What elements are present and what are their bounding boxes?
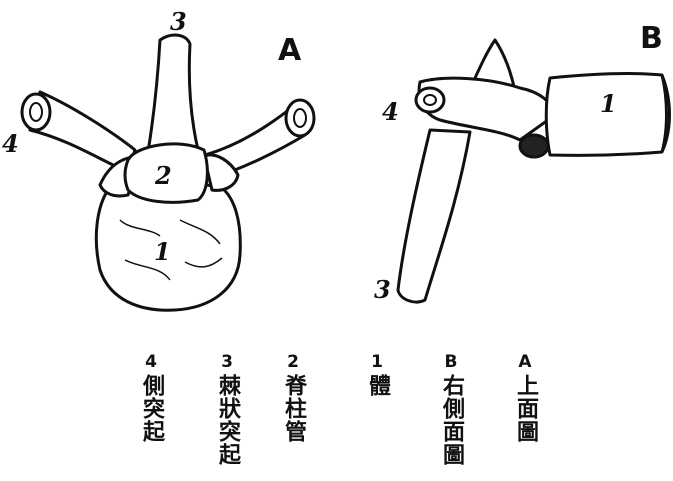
legend-number: A bbox=[518, 352, 531, 372]
legend-number: 2 bbox=[287, 352, 299, 372]
side-transverse-tip bbox=[416, 88, 444, 112]
legend-number: 3 bbox=[221, 352, 233, 372]
legend-text: 右側面圖 bbox=[438, 374, 464, 466]
label-b-spinous: 3 bbox=[374, 275, 391, 304]
legend-text: 上面圖 bbox=[512, 374, 538, 443]
legend-item-a: A 上面圖 bbox=[510, 352, 540, 443]
legend-number: B bbox=[445, 352, 458, 372]
legend-item-4: 4 側突起 bbox=[136, 352, 166, 443]
side-spinous-process bbox=[398, 130, 470, 302]
legend-item-1: 1 體 bbox=[362, 352, 392, 397]
label-a-canal: 2 bbox=[154, 161, 172, 190]
pedicle-knob bbox=[520, 135, 548, 157]
left-transverse-tip bbox=[22, 94, 50, 130]
legend-item-b: B 右側面圖 bbox=[436, 352, 466, 466]
spinous-process bbox=[148, 35, 198, 152]
legend-text: 體 bbox=[364, 374, 390, 397]
panel-label-a: A bbox=[278, 33, 302, 68]
legend-item-2: 2 脊柱管 bbox=[278, 352, 308, 443]
legend-number: 4 bbox=[145, 352, 157, 372]
label-b-transverse: 4 bbox=[382, 97, 399, 126]
label-a-spinous: 3 bbox=[170, 7, 187, 36]
vertebra-side-view bbox=[398, 40, 670, 302]
legend-text: 脊柱管 bbox=[280, 374, 306, 443]
panel-label-b: B bbox=[640, 21, 663, 56]
legend-item-3: 3 棘狀突起 bbox=[212, 352, 242, 466]
legend-text: 棘狀突起 bbox=[214, 374, 240, 466]
label-a-body: 1 bbox=[154, 237, 171, 266]
right-transverse-tip bbox=[286, 100, 314, 136]
legend-number: 1 bbox=[371, 352, 383, 372]
legend-text: 側突起 bbox=[138, 374, 164, 443]
label-a-transverse: 4 bbox=[2, 129, 19, 158]
label-b-body: 1 bbox=[600, 89, 617, 118]
